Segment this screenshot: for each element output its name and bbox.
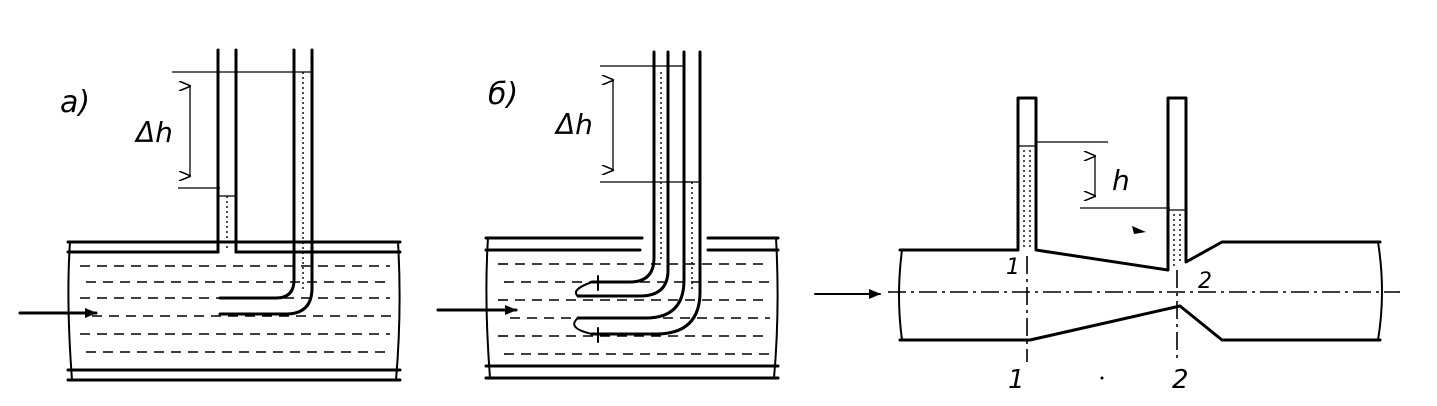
panel-b-channel [484, 236, 780, 380]
panel-a-piezometer-tube [216, 48, 238, 254]
panel-b-dh-label: Δh [554, 108, 593, 141]
panel-c-h-dimension: h [1036, 141, 1170, 209]
panel-a: а) [18, 48, 402, 382]
panel-c-piezometer-liquid [1018, 145, 1186, 266]
speck-mark [1132, 226, 1146, 234]
panel-a-dh-label: Δh [134, 116, 173, 149]
panel-c-h-label: h [1112, 164, 1130, 197]
panel-b: б) [436, 50, 780, 380]
section-1-top-label: 1 [1006, 255, 1020, 280]
panel-c: h 1 2 1 2 [814, 96, 1400, 395]
section-1-bottom-label: 1 [1008, 365, 1025, 395]
panel-a-pitot-tube [218, 48, 314, 316]
panel-a-dh-dimension: Δh [134, 71, 296, 189]
panel-b-dh-dimension: Δh [554, 65, 690, 183]
panel-a-channel [66, 240, 402, 382]
section-2-top-label: 2 [1198, 269, 1212, 294]
panel-b-label: б) [488, 77, 518, 112]
panel-b-liquid [498, 263, 770, 355]
panel-c-venturi-outline [898, 96, 1383, 342]
panel-a-label: а) [60, 85, 90, 120]
panel-b-pitot-static-tube [573, 50, 702, 343]
speck-dot [1100, 376, 1104, 380]
panel-a-liquid [80, 265, 392, 353]
section-2-bottom-label: 2 [1172, 365, 1189, 395]
